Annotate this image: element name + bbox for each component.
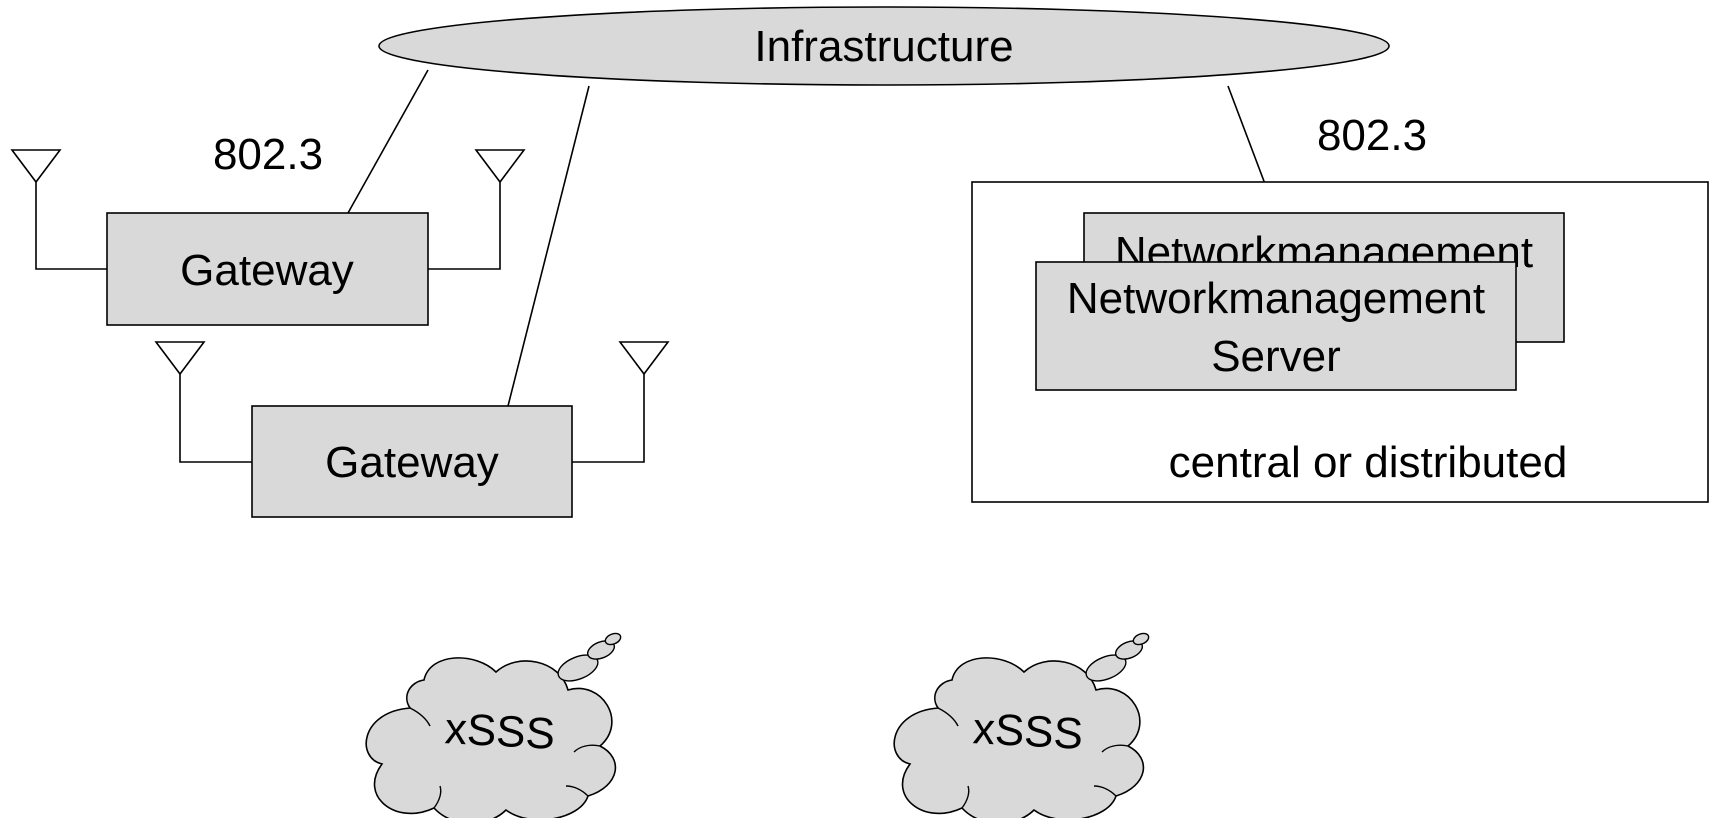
cloud-node: xSSS bbox=[893, 632, 1150, 823]
link-label-left: 802.3 bbox=[213, 130, 323, 179]
thought-cloud-icon bbox=[365, 632, 622, 823]
antenna-icon bbox=[10, 149, 107, 270]
antenna-icon bbox=[572, 341, 670, 463]
management-server-front bbox=[1035, 261, 1517, 391]
antenna-icon bbox=[154, 341, 252, 463]
gateway-box bbox=[251, 405, 573, 518]
gateway-node: Gateway bbox=[251, 405, 573, 518]
infrastructure-node: Infrastructure bbox=[378, 6, 1390, 86]
gateway-label: Gateway bbox=[180, 246, 354, 295]
gateway-box bbox=[106, 212, 429, 326]
antenna-icon bbox=[428, 149, 526, 270]
management-server-front-label-line2: Server bbox=[1211, 332, 1341, 381]
gateway-label: Gateway bbox=[325, 438, 499, 487]
management-group: Networkmanagement Networkmanagement Serv… bbox=[971, 181, 1709, 503]
gateway-node: Gateway bbox=[106, 212, 429, 326]
link-infra-gateway2 bbox=[507, 85, 590, 407]
cloud-node: xSSS bbox=[365, 632, 622, 823]
infrastructure-ellipse bbox=[378, 6, 1390, 86]
management-server-front-label-line1: Networkmanagement bbox=[1067, 274, 1485, 323]
infrastructure-label: Infrastructure bbox=[754, 22, 1013, 71]
cloud-label: xSSS bbox=[972, 704, 1084, 759]
cloud-label: xSSS bbox=[444, 704, 556, 759]
thought-cloud-icon bbox=[893, 632, 1150, 823]
management-caption: central or distributed bbox=[1169, 438, 1568, 487]
link-infra-gateway1 bbox=[347, 69, 429, 214]
link-label-right: 802.3 bbox=[1317, 111, 1427, 160]
